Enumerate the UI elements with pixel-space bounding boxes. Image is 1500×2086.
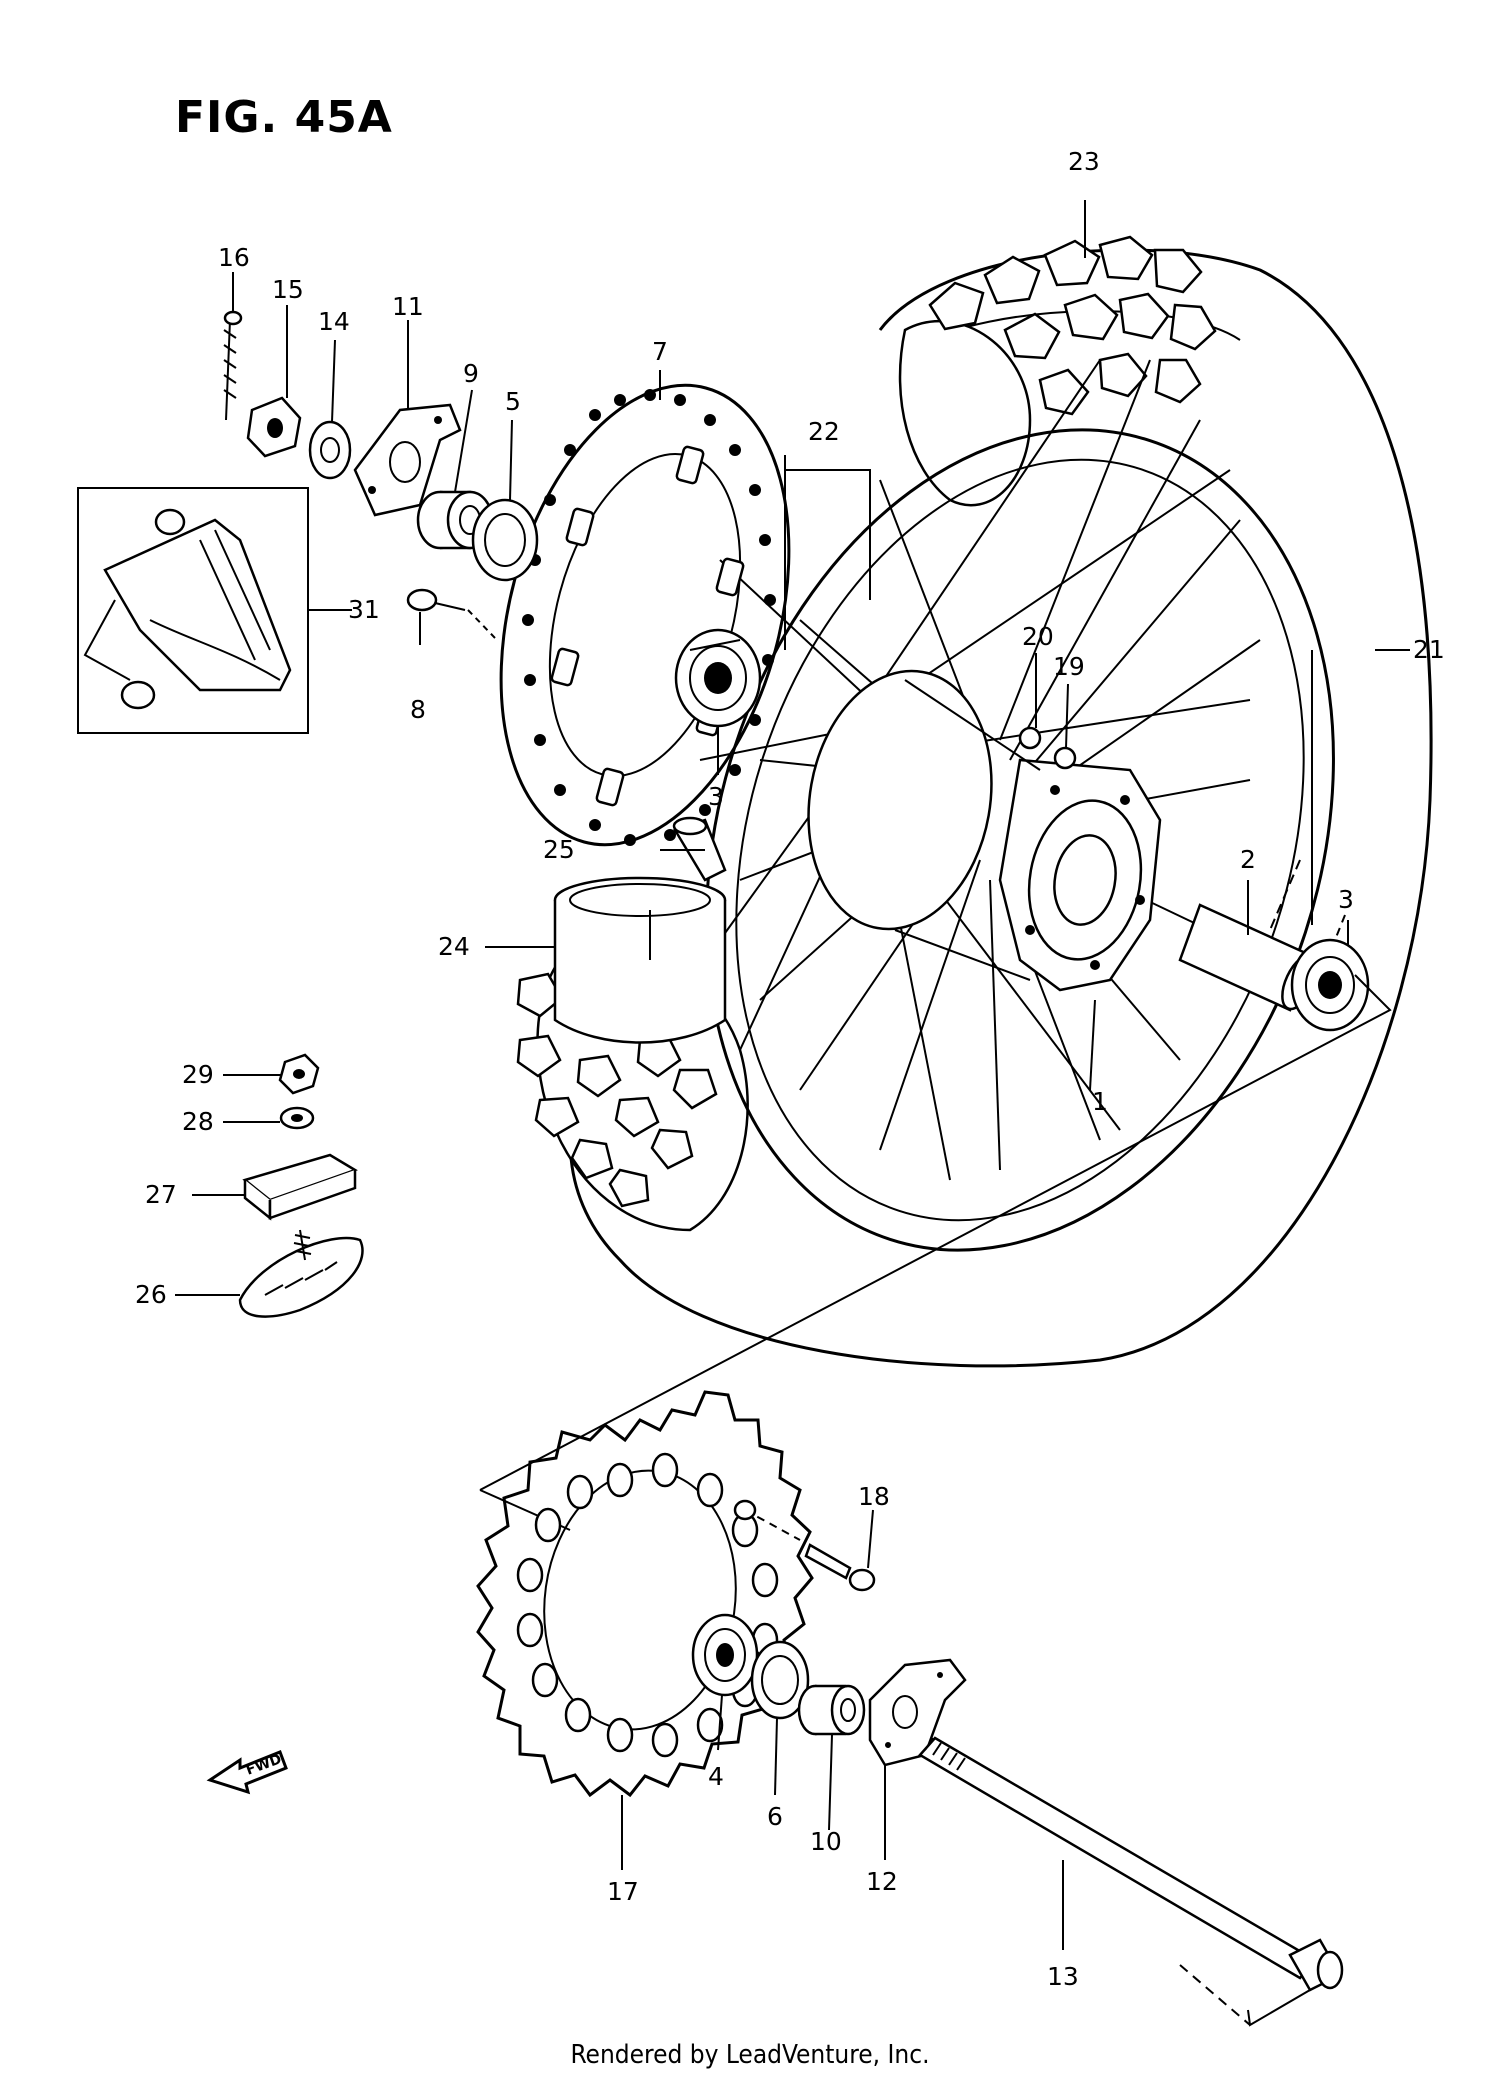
callout-label: 1 bbox=[1092, 1087, 1108, 1116]
washer-28-part bbox=[279, 1106, 315, 1130]
callout-label: 6 bbox=[767, 1802, 783, 1831]
axle-bolt-16-part bbox=[223, 310, 243, 421]
figure-title: FIG. 45A bbox=[175, 92, 393, 143]
bearing-left-part bbox=[674, 628, 762, 728]
callout-label: 8 bbox=[410, 695, 426, 724]
sprocket-part bbox=[476, 1390, 814, 1798]
rim-lock-26-part bbox=[238, 1229, 364, 1318]
hub-part bbox=[807, 669, 1162, 992]
callout-label: 12 bbox=[866, 1867, 898, 1896]
callout-label: 3 bbox=[1338, 885, 1354, 914]
callout-label: 14 bbox=[318, 307, 350, 336]
axle-part bbox=[918, 1736, 1344, 2027]
nut-29-part bbox=[278, 1053, 320, 1095]
rim-band-part bbox=[553, 876, 727, 1044]
callout-label: 13 bbox=[1047, 1962, 1079, 1991]
disc-bolt-part bbox=[406, 588, 496, 639]
callout-label: 28 bbox=[182, 1107, 214, 1136]
callout-label: 5 bbox=[505, 387, 521, 416]
seal-6-part bbox=[750, 1640, 810, 1720]
callout-label: 15 bbox=[272, 275, 304, 304]
callout-label: 18 bbox=[858, 1482, 890, 1511]
callout-numbers: 1 2 3 3 4 5 6 7 8 9 10 11 12 13 14 15 16… bbox=[135, 147, 1445, 1991]
nipple-20 bbox=[1018, 726, 1042, 750]
callout-label: 21 bbox=[1413, 635, 1445, 664]
adjuster-12-part bbox=[868, 1658, 967, 1767]
callout-leaders bbox=[175, 200, 1410, 1950]
plate-27-part bbox=[242, 1153, 358, 1221]
nipple-19 bbox=[1053, 746, 1077, 770]
fwd-label: FWD bbox=[244, 1751, 284, 1779]
callout-label: 17 bbox=[607, 1877, 639, 1906]
callout-label: 3 bbox=[708, 782, 724, 811]
callout-label: 25 bbox=[543, 835, 575, 864]
forward-direction-badge: FWD bbox=[206, 1750, 288, 1795]
callout-label: 22 bbox=[808, 417, 840, 446]
callout-label: 19 bbox=[1053, 652, 1085, 681]
callout-label: 26 bbox=[135, 1280, 167, 1309]
callout-label: 23 bbox=[1068, 147, 1100, 176]
callout-label: 20 bbox=[1022, 622, 1054, 651]
callout-label: 2 bbox=[1240, 845, 1256, 874]
disc-cover-assembly-31 bbox=[77, 487, 309, 734]
sprocket-bolt-part bbox=[733, 1499, 876, 1592]
bearing-right-part bbox=[1290, 938, 1370, 1032]
callout-label: 4 bbox=[708, 1762, 724, 1791]
spacer-10-part bbox=[797, 1684, 866, 1736]
bearing-4-part bbox=[691, 1613, 759, 1697]
callout-label: 29 bbox=[182, 1060, 214, 1089]
callout-label: 7 bbox=[652, 337, 668, 366]
callout-label: 27 bbox=[145, 1180, 177, 1209]
callout-label: 16 bbox=[218, 243, 250, 272]
spacer-9-part bbox=[416, 490, 494, 550]
callout-label: 9 bbox=[463, 359, 479, 388]
callout-label: 10 bbox=[810, 1827, 842, 1856]
render-credit: Rendered by LeadVenture, Inc. bbox=[570, 2040, 930, 2070]
axle-nut-15-part bbox=[246, 396, 302, 458]
callout-label: 31 bbox=[348, 595, 380, 624]
oil-seal-5-part bbox=[471, 498, 539, 582]
callout-label: 11 bbox=[392, 292, 424, 321]
callout-label: 24 bbox=[438, 932, 470, 961]
washer-14-part bbox=[308, 420, 352, 480]
tire-lower-knobs bbox=[516, 972, 718, 1208]
